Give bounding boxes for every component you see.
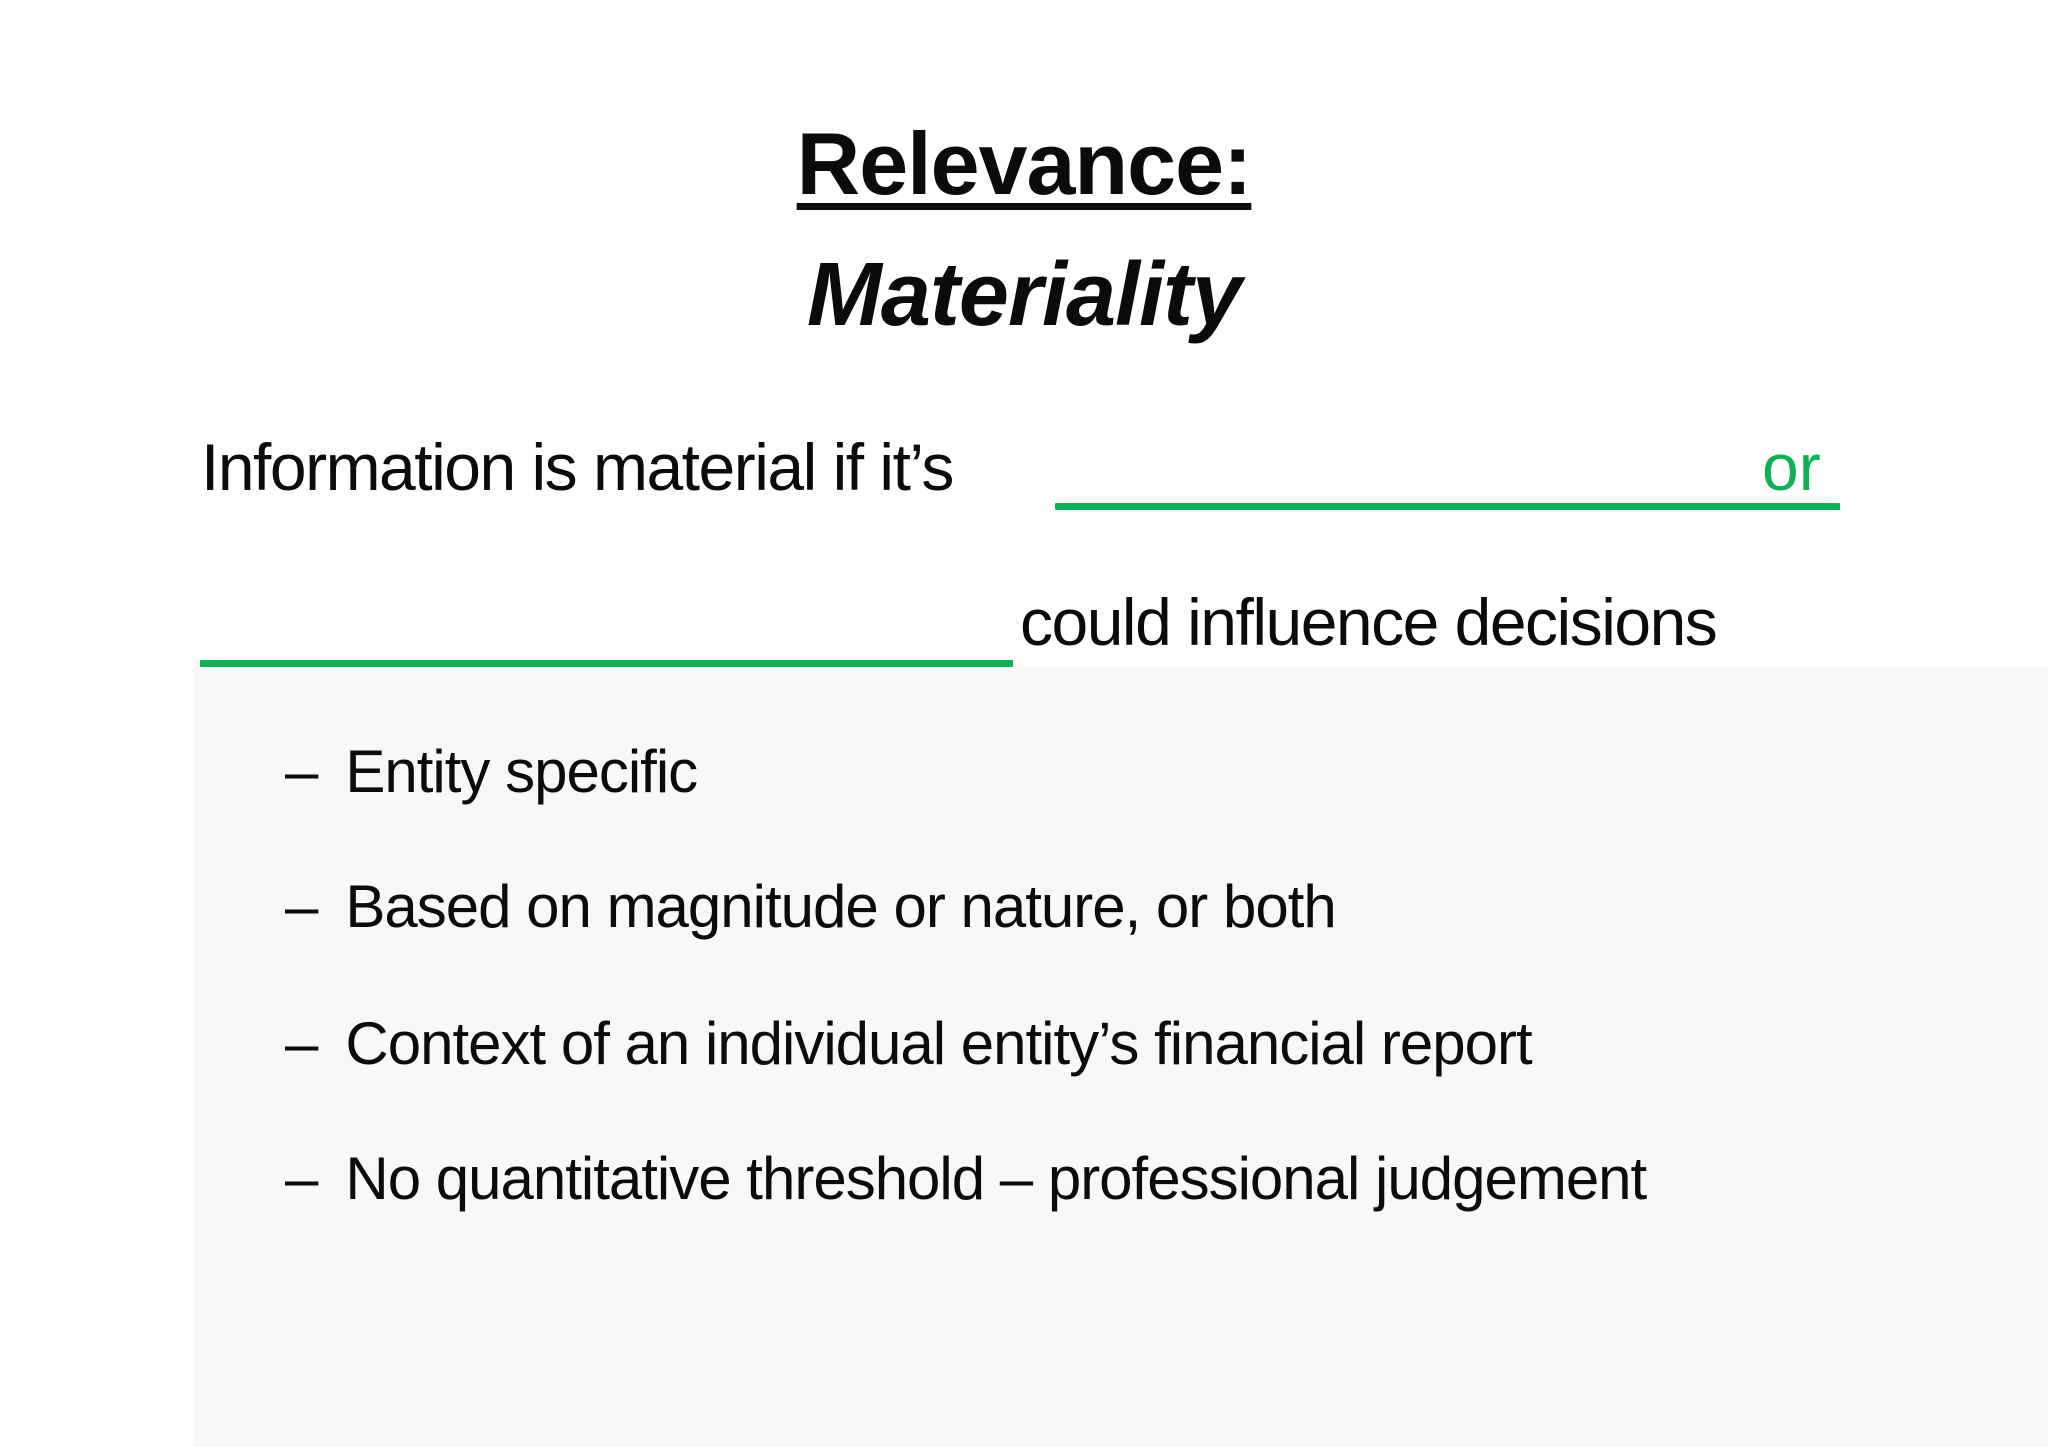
slide-title-line1: Relevance: bbox=[0, 120, 2048, 208]
bullet-text-entity-context: Context of an individual entity’s financ… bbox=[345, 1010, 1532, 1077]
light-gray-panel bbox=[193, 667, 2048, 1447]
list-item: – No quantitative threshold – profession… bbox=[285, 1145, 1647, 1212]
list-item: – Based on magnitude or nature, or both bbox=[285, 873, 1337, 940]
statement-prefix-text: Information is material if it’s bbox=[201, 430, 954, 504]
bullet-dash: – bbox=[285, 1010, 318, 1077]
bullet-dash: – bbox=[285, 738, 318, 805]
list-item: – Context of an individual entity’s fina… bbox=[285, 1010, 1533, 1077]
bullet-dash: – bbox=[285, 873, 318, 940]
statement-suffix-text: could influence decisions bbox=[1020, 585, 1718, 659]
title-relevance: Relevance: bbox=[796, 114, 1253, 213]
list-item: – Entity specific bbox=[285, 738, 698, 805]
blank-underline-1 bbox=[1055, 503, 1840, 510]
bullet-text-no-threshold: No quantitative threshold – professional… bbox=[345, 1145, 1647, 1212]
statement-connector-or: or bbox=[1762, 430, 1821, 504]
bullet-text-magnitude-nature: Based on magnitude or nature, or both bbox=[345, 873, 1336, 940]
blank-underline-2 bbox=[200, 660, 1013, 667]
bullet-text-entity-specific: Entity specific bbox=[345, 738, 698, 805]
bullet-dash: – bbox=[285, 1145, 318, 1212]
title-materiality: Materiality bbox=[806, 245, 1242, 345]
